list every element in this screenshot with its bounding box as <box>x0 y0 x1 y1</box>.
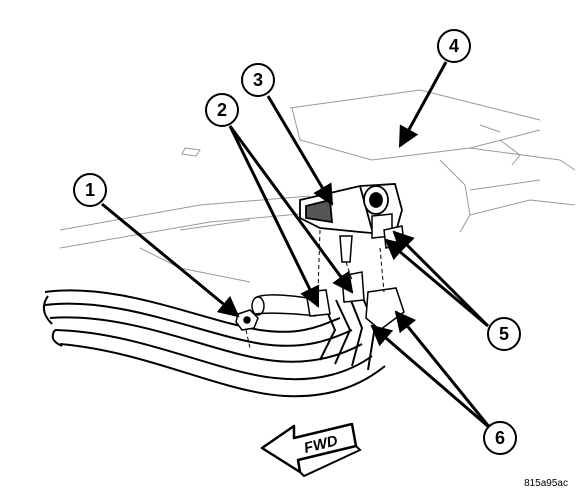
callout-6-label: 6 <box>495 428 505 448</box>
callout-4-label: 4 <box>449 36 459 56</box>
leader-lines <box>101 61 492 430</box>
callout-5-label: 5 <box>499 324 509 344</box>
callout-3-label: 3 <box>253 70 263 90</box>
tube-clips <box>305 271 405 331</box>
leader-5b <box>392 230 490 328</box>
leader-1 <box>101 202 240 318</box>
callout-5: 5 <box>487 317 521 351</box>
callout-1: 1 <box>73 173 107 207</box>
underbody-outline <box>59 89 576 283</box>
bracket-bolts <box>339 213 405 263</box>
leader-2b <box>228 125 354 294</box>
leader-3 <box>266 95 334 206</box>
callout-1-label: 1 <box>85 180 95 200</box>
leader-4 <box>398 61 448 148</box>
callout-3: 3 <box>241 63 275 97</box>
callout-6: 6 <box>483 421 517 455</box>
fwd-arrow: FWD <box>260 422 362 478</box>
callout-4: 4 <box>437 29 471 63</box>
leader-6b <box>394 310 492 429</box>
leader-6a <box>370 324 491 430</box>
callout-2: 2 <box>205 93 239 127</box>
retainer-nut <box>235 309 259 331</box>
leader-5a <box>384 238 489 328</box>
leader-2a <box>228 125 320 308</box>
figure-reference: 815a95ac <box>524 478 568 489</box>
callout-2-label: 2 <box>217 100 227 120</box>
tube-bundle <box>42 289 386 398</box>
